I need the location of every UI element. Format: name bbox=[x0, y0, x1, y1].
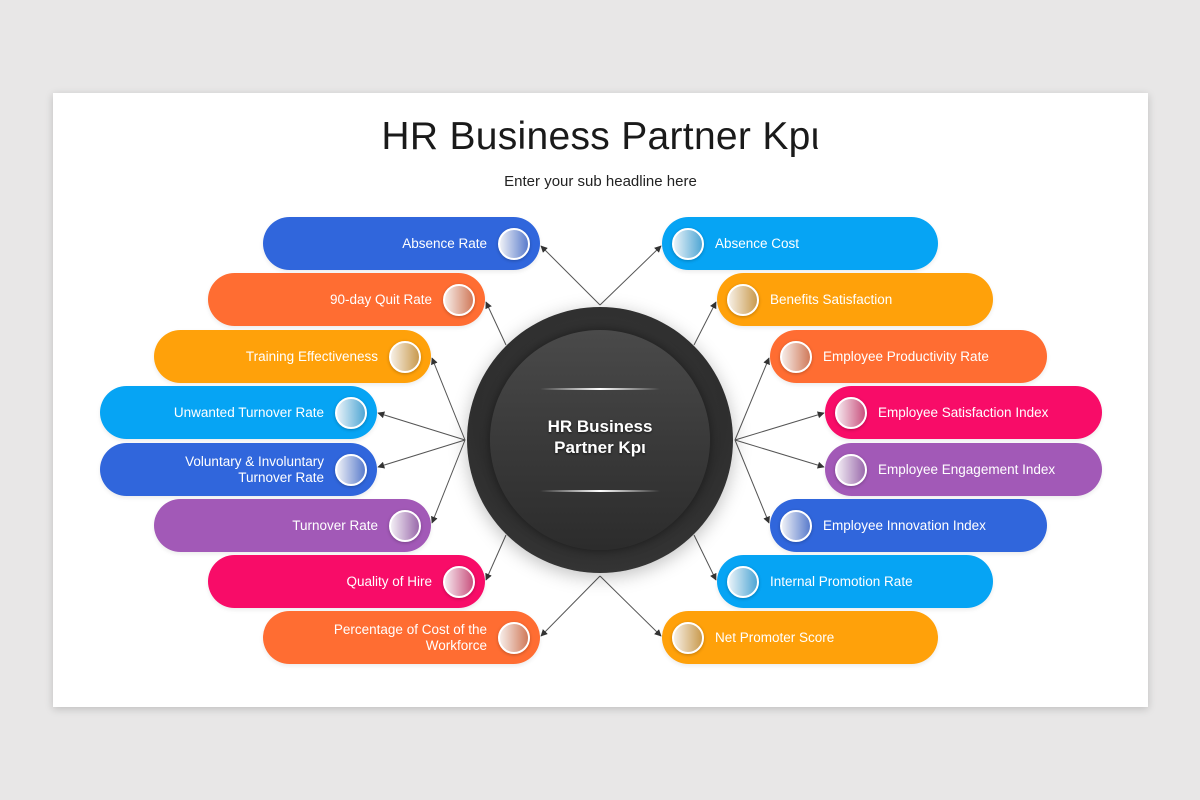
hub-divider-bottom bbox=[540, 490, 660, 492]
kpi-label: Percentage of Cost of the Workforce bbox=[333, 621, 487, 653]
circle-icon bbox=[780, 340, 812, 373]
kpi-pill-benefits-satisfaction: Benefits Satisfaction bbox=[717, 273, 993, 326]
kpi-pill-employee-innovation-index: Employee Innovation Index bbox=[770, 499, 1047, 552]
kpi-pill-quality-of-hire: Quality of Hire bbox=[208, 555, 485, 608]
kpi-label: Employee Satisfaction Index bbox=[878, 404, 1049, 420]
circle-icon bbox=[727, 565, 759, 598]
kpi-label: Turnover Rate bbox=[292, 517, 378, 533]
circle-icon bbox=[672, 227, 704, 260]
kpi-label: Training Effectiveness bbox=[245, 348, 378, 364]
circle-icon bbox=[672, 621, 704, 654]
kpi-label: Unwanted Turnover Rate bbox=[173, 404, 324, 420]
circle-icon bbox=[727, 283, 759, 316]
kpi-pill-absence-cost: Absence Cost bbox=[662, 217, 938, 270]
kpi-label: Absence Cost bbox=[715, 235, 800, 251]
circle-icon bbox=[498, 621, 530, 654]
circle-icon bbox=[835, 453, 867, 486]
kpi-pill-net-promoter-score: Net Promoter Score bbox=[662, 611, 938, 664]
circle-icon bbox=[443, 565, 475, 598]
circle-icon bbox=[443, 283, 475, 316]
kpi-pill-internal-promotion-rate: Internal Promotion Rate bbox=[717, 555, 993, 608]
circle-icon bbox=[835, 396, 867, 429]
kpi-label: 90-day Quit Rate bbox=[329, 291, 432, 307]
circle-icon bbox=[498, 227, 530, 260]
kpi-label: Employee Engagement Index bbox=[878, 461, 1056, 477]
kpi-pill-turnover-rate: Turnover Rate bbox=[154, 499, 431, 552]
circle-icon bbox=[780, 509, 812, 542]
kpi-pill-90-day-quit-rate: 90-day Quit Rate bbox=[208, 273, 485, 326]
central-hub-circle: HR Business Partner Kpι bbox=[467, 307, 733, 573]
kpi-pill-training-effectiveness: Training Effectiveness bbox=[154, 330, 431, 383]
circle-icon bbox=[335, 396, 367, 429]
circle-icon bbox=[389, 340, 421, 373]
kpi-label: Employee Innovation Index bbox=[823, 517, 986, 533]
circle-icon bbox=[389, 509, 421, 542]
kpi-pill-employee-satisfaction-index: Employee Satisfaction Index bbox=[825, 386, 1102, 439]
kpi-label: Benefits Satisfaction bbox=[770, 291, 893, 307]
kpi-label: Voluntary & Involuntary Turnover Rate bbox=[185, 453, 324, 485]
kpi-label: Net Promoter Score bbox=[715, 629, 835, 645]
kpi-pill-absence-rate: Absence Rate bbox=[263, 217, 540, 270]
kpi-pill-unwanted-turnover-rate: Unwanted Turnover Rate bbox=[100, 386, 377, 439]
slide-subtitle: Enter your sub headline here bbox=[504, 173, 697, 190]
kpi-label: Absence Rate bbox=[402, 235, 487, 251]
circle-icon bbox=[335, 453, 367, 486]
hub-label: HR Business Partner Kpι bbox=[547, 417, 653, 457]
slide-title: HR Business Partner Kpι bbox=[381, 115, 820, 158]
kpi-pill-employee-productivity-rate: Employee Productivity Rate bbox=[770, 330, 1047, 383]
kpi-label: Internal Promotion Rate bbox=[770, 573, 913, 589]
kpi-label: Employee Productivity Rate bbox=[823, 348, 989, 364]
kpi-pill-employee-engagement-index: Employee Engagement Index bbox=[825, 443, 1102, 496]
hub-divider-top bbox=[540, 388, 660, 390]
kpi-pill-voluntary-involuntary-turnover: Voluntary & Involuntary Turnover Rate bbox=[100, 443, 377, 496]
kpi-pill-cost-of-workforce: Percentage of Cost of the Workforce bbox=[263, 611, 540, 664]
kpi-label: Quality of Hire bbox=[346, 573, 432, 589]
central-hub-inner: HR Business Partner Kpι bbox=[490, 330, 710, 550]
